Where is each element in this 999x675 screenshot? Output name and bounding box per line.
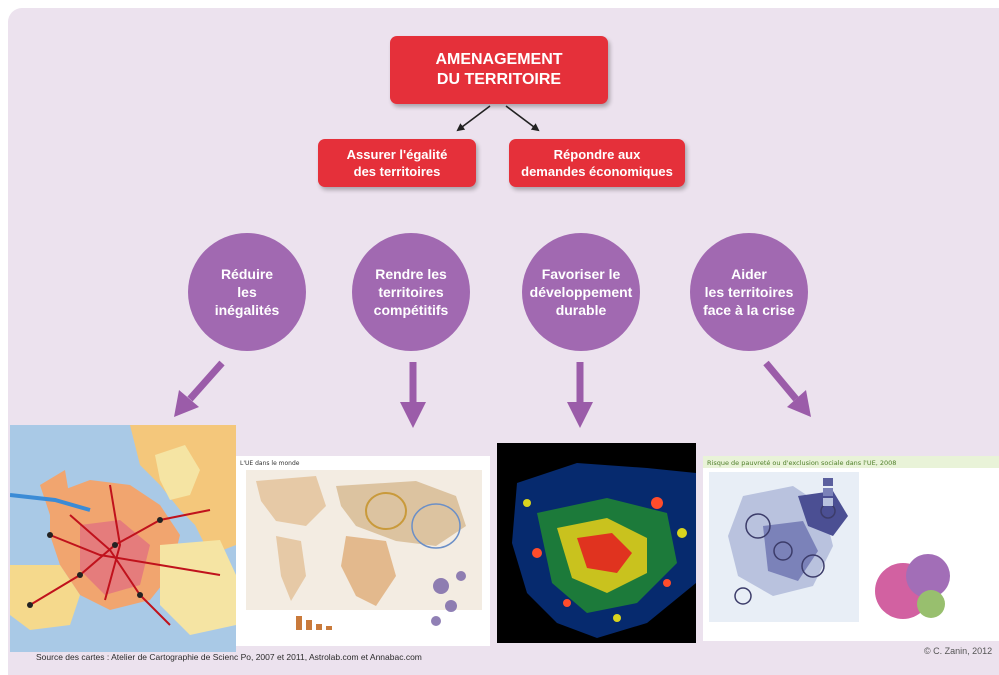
author-credit: © C. Zanin, 2012 [924,646,993,656]
map-poverty-title: Risque de pauvreté ou d'exclusion social… [707,459,896,467]
arrow-down-1 [400,362,426,428]
objective-economy-line-2: demandes économiques [521,164,673,179]
objective-equality-box: Assurer l'égalité des territoires [318,139,476,187]
action-2-line-1: Rendre les [375,266,447,282]
arrow-down-right [763,360,811,417]
action-1-line-1: Réduire [220,266,274,282]
title-line-2: DU TERRITOIRE [436,71,562,88]
objective-equality-line-1: Assurer l'égalité [346,147,448,162]
action-crisis-support: Aider les territoires face à la crise [690,233,808,351]
action-reduce-inequalities: Réduire les inégalités [188,233,306,351]
action-1-line-2: les [237,284,257,300]
action-3-line-3: durable [555,302,607,318]
map-eu-world: L'UE dans le monde [236,456,490,646]
action-2-line-3: compétitifs [373,302,449,318]
action-4-line-1: Aider [731,266,767,282]
title-box: AMENAGEMENT DU TERRITOIRE [390,36,608,104]
action-3-line-2: développement [529,284,633,300]
map-eu-world-title: L'UE dans le monde [240,460,300,467]
map-europe-network [10,425,236,652]
action-2-line-2: territoires [378,284,444,300]
action-sustainable-development: Favoriser le développement durable [522,233,640,351]
objective-economy-line-1: Répondre aux [553,147,641,162]
map-poverty-risk: Risque de pauvreté ou d'exclusion social… [703,456,999,641]
map-source-caption: Source des cartes : Atelier de Cartograp… [36,652,422,662]
title-line-1: AMENAGEMENT [435,51,563,68]
arrow-to-economy [505,105,540,132]
objective-equality-line-2: des territoires [353,164,441,179]
action-4-line-3: face à la crise [703,302,795,318]
action-3-line-1: Favoriser le [541,266,621,282]
objective-economy-box: Répondre aux demandes économiques [509,139,685,187]
arrow-to-equality [456,105,491,132]
map-night-lights [497,443,696,643]
arrow-down-2 [567,362,593,428]
action-4-line-2: les territoires [704,284,794,300]
action-1-line-3: inégalités [214,302,280,318]
action-competitive-territories: Rendre les territoires compétitifs [352,233,470,351]
arrow-down-left [174,360,225,417]
